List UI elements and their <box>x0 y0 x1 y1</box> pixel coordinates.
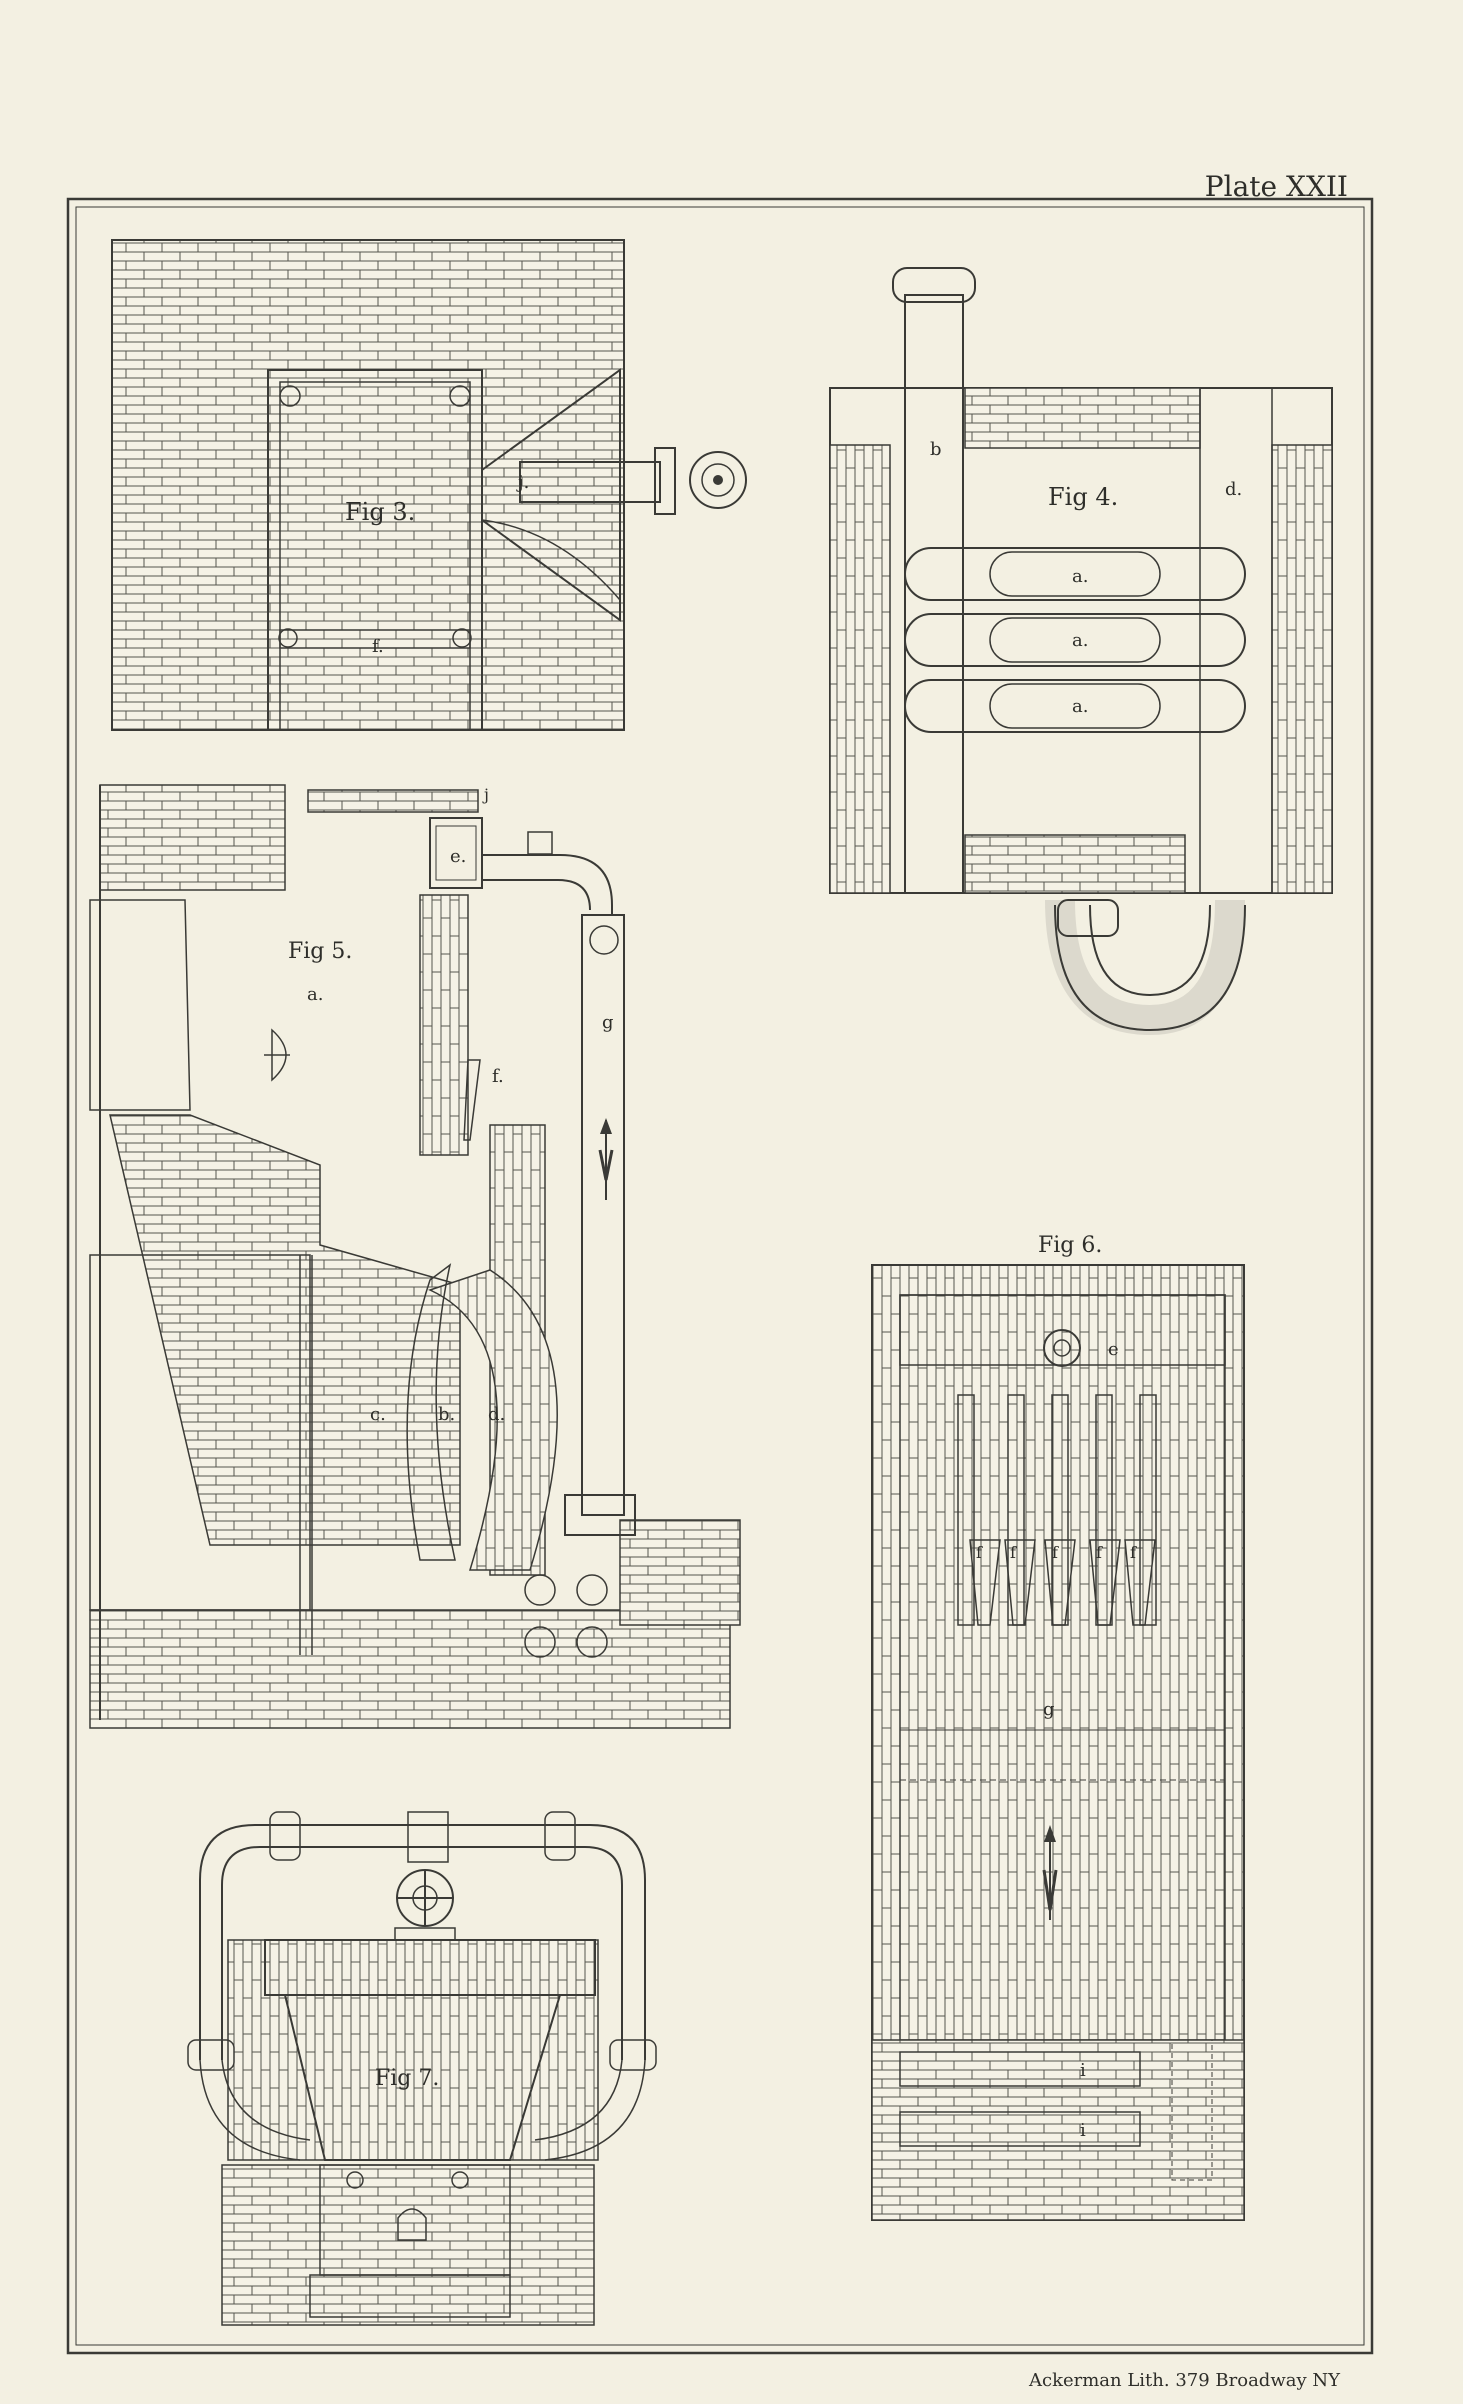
fig4-label-a1: a. <box>1072 566 1088 587</box>
fig6-label-i1: i <box>1080 2060 1086 2081</box>
fig5-pipe-g <box>581 914 625 1516</box>
fig5-bottom-wall <box>89 1609 731 1729</box>
fig6-label-f5: f <box>1130 1543 1137 1562</box>
fig4-left-wall <box>829 444 891 894</box>
fig4-label-d: d. <box>1225 479 1242 500</box>
lithographer-imprint: Ackerman Lith. 379 Broadway NY <box>1028 2370 1341 2391</box>
fig5-label-d: d. <box>488 1404 505 1425</box>
fig3-pipe-end <box>689 451 747 509</box>
figure-5: Fig 5. a. e. f. g j c. b. d. <box>89 784 741 1729</box>
plate-outer-border <box>66 197 1374 2355</box>
fig5-label-g: g <box>602 1012 614 1033</box>
fig6-label-f2: f <box>1010 1543 1017 1562</box>
fig6-label-f4: f <box>1096 1543 1103 1562</box>
fig7-valve-wheel <box>394 1811 456 1941</box>
fig5-right-base <box>619 1519 741 1626</box>
figure-7: Fig 7. <box>187 1811 657 2326</box>
fig5-flow-arrow <box>598 1118 614 1200</box>
fig5-fire-chamber <box>406 1263 456 1561</box>
figure-3: Fig 3. f. j. <box>111 239 747 731</box>
fig3-steam-pipe <box>519 461 661 503</box>
fig3-label-f: f. <box>372 636 384 657</box>
fig7-steam-pipe <box>199 1824 646 2060</box>
fig3-brick-wall <box>111 239 625 731</box>
fig5-label-f: f. <box>492 1066 504 1087</box>
fig5-damper <box>463 1059 481 1141</box>
fig3-flue-cone <box>481 368 621 622</box>
fig6-label-f1: f <box>976 1543 983 1562</box>
fig4-caption: Fig 4. <box>1048 483 1118 511</box>
fig6-grate-bars <box>871 2039 1245 2221</box>
fig4-top-wall <box>964 387 1201 449</box>
fig7-caption: Fig 7. <box>375 2066 439 2091</box>
fig4-label-a2: a. <box>1072 630 1088 651</box>
fig5-sight-hole <box>271 1028 287 1082</box>
fig4-label-a3: a. <box>1072 696 1088 717</box>
fig5-label-a: a. <box>307 984 323 1005</box>
fig4-chimney <box>904 294 964 894</box>
fig5-arch <box>427 1269 558 1571</box>
plate-title: Plate XXII <box>1205 170 1348 203</box>
fig7-upper-wall <box>227 1939 599 2161</box>
fig4-label-b: b <box>930 439 942 460</box>
fig6-flow-arrow <box>1042 1825 1058 1920</box>
fig7-lower-wall <box>221 2164 595 2326</box>
fig4-bottom-wall <box>964 834 1186 894</box>
fig6-label-f3: f <box>1052 1543 1059 1562</box>
fig6-label-g: g <box>1043 1699 1055 1720</box>
fig3-label-j: j. <box>516 472 529 493</box>
fig3-caption: Fig 3. <box>345 498 415 526</box>
fig5-label-c: c. <box>370 1404 386 1425</box>
fig5-valve <box>589 925 619 955</box>
figure-4: Fig 4. b d. a. a. a. <box>829 267 1333 1036</box>
fig4-u-pipe <box>1045 899 1245 1036</box>
fig5-doors <box>524 1574 608 1658</box>
fig4-boilers <box>904 547 1246 733</box>
fig6-chimney-opening <box>1043 1329 1081 1367</box>
fig5-top-wall <box>307 789 479 813</box>
fig4-right-wall <box>1271 444 1333 894</box>
figure-6: Fig 6. e f f f f f g i i <box>871 1233 1245 2221</box>
plate-inner-border <box>75 206 1365 2346</box>
fig6-flue-tubes <box>957 1394 1157 1626</box>
fig5-bridge-wall <box>419 894 469 1156</box>
fig5-box-e <box>429 817 483 889</box>
fig6-caption: Fig 6. <box>1038 1233 1102 1258</box>
fig6-label-e: e <box>1108 1339 1119 1360</box>
fig6-label-i2: i <box>1080 2120 1086 2141</box>
fig5-hearth-slope <box>109 1114 461 1546</box>
fig5-caption: Fig 5. <box>288 939 352 964</box>
fig7-firebox <box>283 1994 562 2161</box>
fig5-label-b: b. <box>438 1404 455 1425</box>
fig3-grate-bar <box>279 629 471 649</box>
fig5-left-upper-wall <box>99 784 286 891</box>
fig5-label-e: e. <box>450 846 466 867</box>
fig5-label-j: j <box>482 785 489 804</box>
